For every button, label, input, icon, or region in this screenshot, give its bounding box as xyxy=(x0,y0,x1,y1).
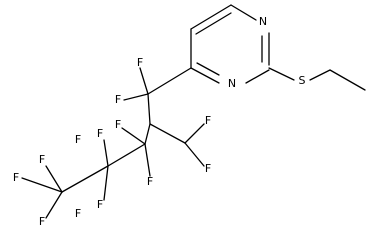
atom-f: F xyxy=(205,114,211,127)
bond-cf2e-f-top xyxy=(103,139,109,167)
bond-cf2b-cf2c xyxy=(149,123,186,144)
bond-ch2-ch3 xyxy=(329,69,366,91)
bond-cf2c-f-bottom xyxy=(184,142,205,167)
bond-cf2d-cf2e xyxy=(107,143,146,167)
bond-cf3-f-bottom xyxy=(45,191,63,219)
ring-bond-c2-n3 xyxy=(245,69,270,84)
atom-f: F xyxy=(137,56,143,69)
atom-f: F xyxy=(39,153,45,166)
structure-diagram: N N S F F F F F F F F F F F F F xyxy=(13,4,366,228)
bond-cf2a-f-top xyxy=(139,67,149,95)
bond-c4-cf2a xyxy=(147,67,192,95)
bond-cf2a-f-left xyxy=(123,93,149,101)
atom-f: F xyxy=(97,127,103,140)
bond-cf2c-f-right xyxy=(184,123,205,144)
bond-cf2d-f-left xyxy=(121,127,146,145)
bond-cf2b-cf2d xyxy=(144,123,151,145)
atom-f: F xyxy=(205,162,211,175)
bond-cf3-f-left xyxy=(21,177,63,193)
atom-f: F xyxy=(97,198,103,211)
ring-bond-c5-c5-inner xyxy=(195,12,232,35)
bond-c2-s xyxy=(268,67,295,81)
atom-s: S xyxy=(299,74,306,87)
ring-bond-n3-c4 xyxy=(190,67,220,84)
bond-cf2e-cf3 xyxy=(61,165,109,193)
atom-n-ring-top: N xyxy=(259,15,267,28)
molecule-drawing: N N S F F F F F F F F F F F F F xyxy=(13,4,366,228)
atom-n-ring-bottom: N xyxy=(228,77,236,90)
atom-f: F xyxy=(115,118,121,131)
bond-cf2e-f-bottom xyxy=(103,165,109,201)
bond-cf2a-cf2b xyxy=(147,93,151,125)
bond-cf2d-f-bottom xyxy=(144,143,151,177)
atom-f: F xyxy=(75,207,81,220)
bond-s-ch2 xyxy=(309,69,331,81)
atom-f: F xyxy=(147,175,153,188)
atom-f: F xyxy=(13,171,19,184)
ring-bond-n3-c4-inner xyxy=(196,62,220,76)
ring-bond-c6-c5 xyxy=(190,4,232,30)
atom-f: F xyxy=(75,133,81,146)
bond-cf3-f-top xyxy=(45,165,63,193)
atom-f: F xyxy=(39,215,45,228)
ring-bond-c5-n1 xyxy=(230,4,257,21)
atom-f: F xyxy=(115,93,121,106)
